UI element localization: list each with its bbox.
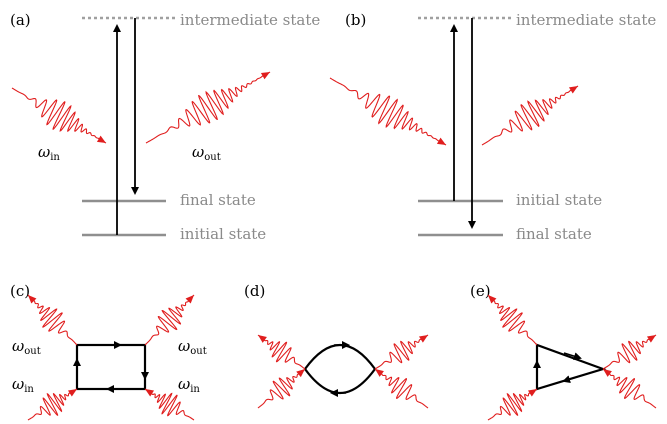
bubble-lower-arc-d [304,368,376,394]
initial-state-label-b: initial state [516,191,602,209]
initial-state-label-a: initial state [180,225,266,243]
panel-d: (d) [244,282,429,409]
photon-arrowhead [527,389,537,397]
incoming-photon-b [329,77,447,146]
omega-out-label-a: ωout [192,143,221,163]
photon-right-upper-e [602,334,657,370]
photon-wave [602,334,657,370]
photon-arrowhead [260,72,270,80]
photon-arrowhead [28,295,37,304]
incoming-photon-a [11,87,107,144]
omega-in-label-a: ωin [38,143,60,163]
photon-right-lower-d [374,368,429,409]
photon-arrowhead [145,389,155,397]
bubble-upper-arc-d [304,344,376,370]
photon-right-upper-d [374,334,429,370]
omega-out-label-c-right: ωout [178,337,207,357]
photon-arrowhead [258,335,267,343]
triangle-loop-e [535,343,607,391]
photon-arrowhead [603,369,612,377]
photon-wave [145,71,271,144]
photon-left-lower-d [257,368,306,409]
photon-top-right-c [144,294,195,346]
photon-arrowhead [67,389,77,397]
photon-wave [11,87,107,144]
photon-bottom-right-c [144,388,195,421]
photon-wave [144,294,195,346]
photon-arrowhead [296,369,305,378]
panel-b: (b) intermediate state initial state fin… [329,11,656,243]
outgoing-photon-b [481,85,579,146]
panel-label-d: (d) [244,282,265,300]
final-state-label-b: final state [516,225,592,243]
photon-wave [487,388,538,421]
photon-bottom-left-e [487,388,538,421]
omega-in-label-c-left: ωin [12,375,34,395]
photon-wave [602,368,657,409]
photon-wave [257,334,306,370]
photon-left-upper-d [257,334,306,370]
photon-wave [27,294,78,346]
box-loop-c [75,343,147,391]
photon-wave [329,77,447,146]
panel-label-c: (c) [10,282,30,300]
outgoing-photon-a [145,71,271,144]
photon-top-left-c [27,294,78,346]
photon-wave [144,388,195,421]
omega-out-label-c-left: ωout [12,337,41,357]
photon-arrowhead [96,135,106,143]
photon-arrowhead [488,295,497,304]
photon-arrowhead [568,86,578,94]
omega-in-label-c-right: ωin [178,375,200,395]
panel-c: (c) ωout ωout ωin ωin [10,282,207,421]
photon-wave [487,294,538,346]
photon-top-left-e [487,294,538,346]
triangle-arrow-lower-e [562,375,581,384]
panel-label-e: (e) [470,282,491,300]
panel-e: (e) [470,282,657,421]
photon-wave [481,85,579,146]
photon-bottom-left-c [27,388,78,421]
photon-arrowhead [436,137,446,145]
panel-a: (a) intermediate state final state initi… [10,11,320,243]
intermediate-state-label-a: intermediate state [180,11,320,29]
triangle-arrow-upper-e [563,352,582,361]
final-state-label-a: final state [180,191,256,209]
panel-label-a: (a) [10,11,31,29]
photon-right-lower-e [602,368,657,409]
photon-wave [374,334,429,370]
panel-label-b: (b) [345,11,366,29]
photon-wave [27,388,78,421]
photon-arrowhead [418,335,428,343]
photon-wave [257,368,306,409]
photon-arrowhead [375,369,384,377]
photon-arrowhead [185,295,194,304]
photon-arrowhead [646,335,656,343]
photon-wave [374,368,429,409]
intermediate-state-label-b: intermediate state [516,11,656,29]
